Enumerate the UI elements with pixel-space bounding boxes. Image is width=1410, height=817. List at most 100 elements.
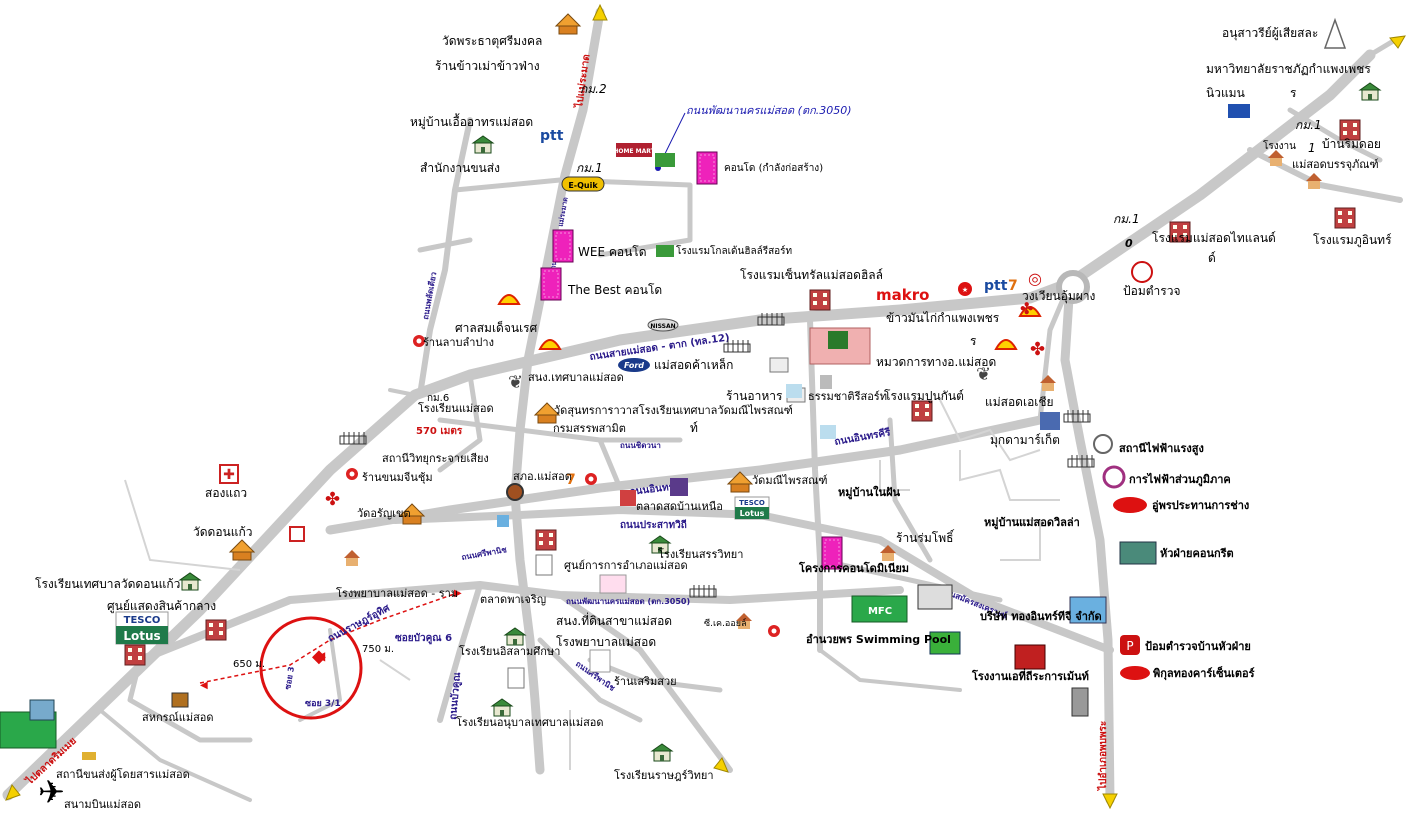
- road-sw-2: [98, 708, 252, 802]
- warehouse-icon: [1119, 541, 1157, 565]
- label-wat-tanyaket: วัดอรัญเขต: [357, 507, 411, 520]
- label-land-office: สนง.ที่ดินสาขาแม่สอด: [556, 612, 672, 628]
- road-label-phatthana-callout: ถนนพัฒนานครแม่สอด (ตก.3050): [686, 104, 852, 117]
- pea-icon: [1102, 465, 1126, 489]
- label-concrete: หัวฝ่ายคอนกรีต: [1160, 547, 1234, 560]
- km-marker-1-ne: กม.1: [1295, 118, 1322, 132]
- condo-icon: [540, 267, 562, 301]
- street-3: [959, 450, 1060, 501]
- ptt-logo-2: ptt: [984, 278, 1008, 294]
- hotel-icon: [535, 529, 557, 551]
- green-logo-3-icon: [656, 245, 674, 257]
- school-icon: [651, 743, 673, 762]
- eq-bg: [561, 176, 605, 192]
- gas-station-icon: [539, 339, 561, 350]
- km-marker-2: กม.2: [580, 82, 607, 96]
- label-packaging: แม่สอดบรรจุภัณฑ์: [1292, 158, 1379, 171]
- label-phu-inn: โรงแรมภูอินทร์: [1313, 233, 1392, 248]
- street-1: [124, 479, 241, 571]
- hotel-icon: [205, 619, 227, 641]
- label-ban-nai-fan: หมู่บ้านในฝัน: [838, 485, 901, 500]
- label-khao-mao: ร้านข้าวเม่าข้าวฟ่าง: [435, 59, 540, 73]
- seven-eleven-2-icon: 7: [566, 472, 576, 488]
- pin-icon: [768, 625, 780, 637]
- distance-650: 650 ม.: [233, 659, 265, 670]
- label-excise: กรมสรรพสามิต: [553, 422, 626, 435]
- road-label-intharakhiri-2: ถนนอินทรคีรี: [833, 426, 891, 448]
- road-se-2: [817, 557, 1003, 603]
- label-r-1: ร: [970, 334, 977, 348]
- ford-badge: [618, 358, 650, 372]
- arrow-sw-icon: [5, 784, 21, 801]
- label-municipality: สนง.เทศบาลแม่สอด: [528, 371, 624, 384]
- label-newman: นิวแมน: [1206, 86, 1245, 100]
- distance-570: 570 เมตร: [416, 426, 463, 437]
- road-sw-1: [127, 657, 253, 743]
- label-rat-school: โรงเรียนราษฎร์วิทยา: [614, 768, 714, 782]
- label-kindergarten: โรงเรียนอนุบาลเทศบาลแม่สอด: [456, 715, 604, 729]
- red-circle-marker-icon: [506, 483, 524, 501]
- label-sawan-school: โรงเรียนสรรวิทยา: [658, 547, 743, 561]
- label-phikun-car: พิกุลทองคาร์เซ็นเตอร์: [1153, 666, 1255, 681]
- label-monument: อนุสาวรีย์ผู้เสียสละ: [1222, 26, 1318, 41]
- nissan-badge: [647, 318, 679, 332]
- mfc-label: MFC: [868, 606, 892, 617]
- street-2: [939, 399, 1041, 462]
- road-central-v1: [807, 317, 823, 653]
- roundabout: [1056, 270, 1090, 304]
- fuel-pump-icon: [1071, 687, 1089, 717]
- label-cooperative: สหกรณ์แม่สอด: [142, 711, 214, 724]
- label-condo: คอนโด (กำลังก่อสร้าง): [724, 161, 823, 174]
- label-san-somdet: ศาลสมเด็จนเรศ: [455, 320, 538, 335]
- hotel-icon: [911, 400, 933, 422]
- label-ban-rim-doi: บ้านริมดอย: [1322, 137, 1381, 151]
- road-label-buakun: ถนนบัวคูณ: [447, 671, 464, 720]
- district-office-icon: [599, 574, 627, 594]
- green-cube-2-icon: [29, 699, 55, 721]
- km-marker-6: กม.6: [427, 393, 449, 404]
- road-label-phatthana: ถนนพัฒนานครแม่สอด (ตก.3050): [566, 597, 690, 606]
- label-poon-kan: โรงแรมปูนกันต์: [884, 389, 964, 404]
- gas-station-icon: [498, 294, 520, 305]
- label-district-center: ศูนย์การการอำเภอแม่สอด: [564, 559, 688, 572]
- label-bus-station: สถานีขนส่งผู้โดยสารแม่สอด: [56, 767, 190, 781]
- makro-logo: makro: [876, 286, 929, 304]
- road-south-1: [437, 582, 483, 723]
- school-icon: [1359, 82, 1381, 101]
- school-icon: [491, 698, 513, 717]
- road-central-v2: [887, 417, 933, 563]
- police-sign-letter: P: [1126, 639, 1133, 653]
- road-left-short: [388, 388, 417, 397]
- direction-south-label: ไปอำเภอพบพระ: [1096, 721, 1109, 791]
- lotus-small-bg: [735, 507, 769, 519]
- label-wat-mani: วัดมณีไพรสณฑ์: [752, 474, 828, 487]
- label-mae-sot-thailand: โรงแรมแม่สอดไทแลนด์: [1152, 231, 1276, 245]
- label-radio: สถานีวิทยุกระจายเสียง: [382, 452, 489, 465]
- label-khanom: ร้านขนมจีนชุ้ม: [362, 471, 433, 484]
- label-restaurant: ร้านอาหาร: [726, 389, 783, 403]
- school-icon: [179, 572, 201, 591]
- road-nw-branch2: [417, 237, 473, 253]
- label-mae-sot-asia: แม่สอดเอเชีย: [985, 395, 1054, 409]
- label-condo-project: โครงการคอนโดมิเนียม: [798, 561, 909, 575]
- km-marker-1-east: กม.1: [1113, 212, 1140, 226]
- road-label-chidwana: ถนนชิดวนา: [620, 441, 661, 450]
- arrow-se-icon: [713, 757, 729, 773]
- road-south-ring: [136, 581, 904, 664]
- label-lampang: ร้านลาบลำปาง: [423, 336, 494, 349]
- label-police-box: ป้อมตำรวจ: [1123, 284, 1180, 298]
- red-car-2-icon: [1120, 666, 1150, 680]
- label-ban-mae-sot-villa: หมู่บ้านแม่สอดวิลล่า: [984, 516, 1080, 530]
- label-mae-sot-steel: แม่สอดค้าเหล็ก: [654, 357, 733, 372]
- monument-icon: [1323, 17, 1347, 49]
- arrow-red-icon: ◀: [316, 649, 326, 663]
- label-amnuayphon: อำนวยพร Swimming Pool: [806, 633, 951, 646]
- condo-icon: [552, 229, 574, 263]
- condo-icon: [696, 151, 718, 185]
- ptt-logo: ptt: [540, 128, 564, 144]
- mitsubishi-3-icon: ✤: [1020, 299, 1033, 318]
- label-thammachat: ธรรมชาติรีสอร์ท: [808, 390, 887, 403]
- road-label-prasat: ถนนประสาทวิถี: [620, 519, 687, 531]
- gas-station-icon: [995, 339, 1017, 350]
- label-wongwian: วงเวียนอุ้มผาง: [1022, 289, 1095, 304]
